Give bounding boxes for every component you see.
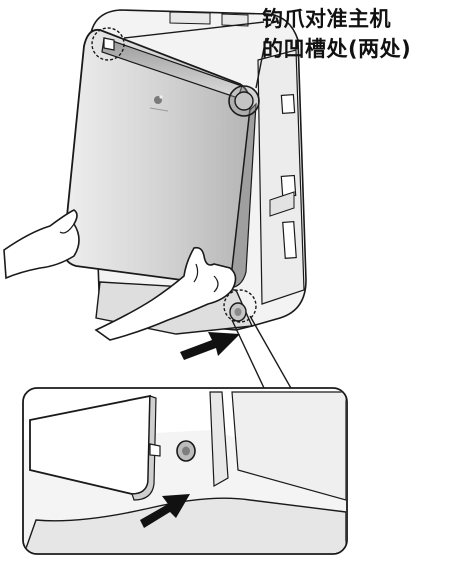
hook-instruction-line-2: 的凹槽处(两处) <box>262 37 412 61</box>
push-arrow-icon <box>180 332 240 360</box>
hook-marker-left <box>91 27 125 61</box>
leader-line <box>123 21 265 39</box>
hook-instruction-line-1: 钩爪对准主机 <box>262 7 391 31</box>
brand-logo-icon <box>149 95 169 112</box>
hook-marker-right <box>228 85 260 117</box>
front-panel <box>62 28 257 289</box>
push-arrow-detail-icon <box>140 494 190 528</box>
leader-line <box>255 37 267 89</box>
right-hand <box>94 246 237 341</box>
side-slot <box>280 93 296 115</box>
left-hand <box>3 209 80 280</box>
side-vent <box>282 220 297 259</box>
detail-inset <box>22 387 348 555</box>
detail-leader <box>231 315 293 391</box>
hook-instruction-label: 钩爪对准主机 的凹槽处(两处) <box>262 4 454 64</box>
groove-marker-bottom <box>223 289 257 323</box>
